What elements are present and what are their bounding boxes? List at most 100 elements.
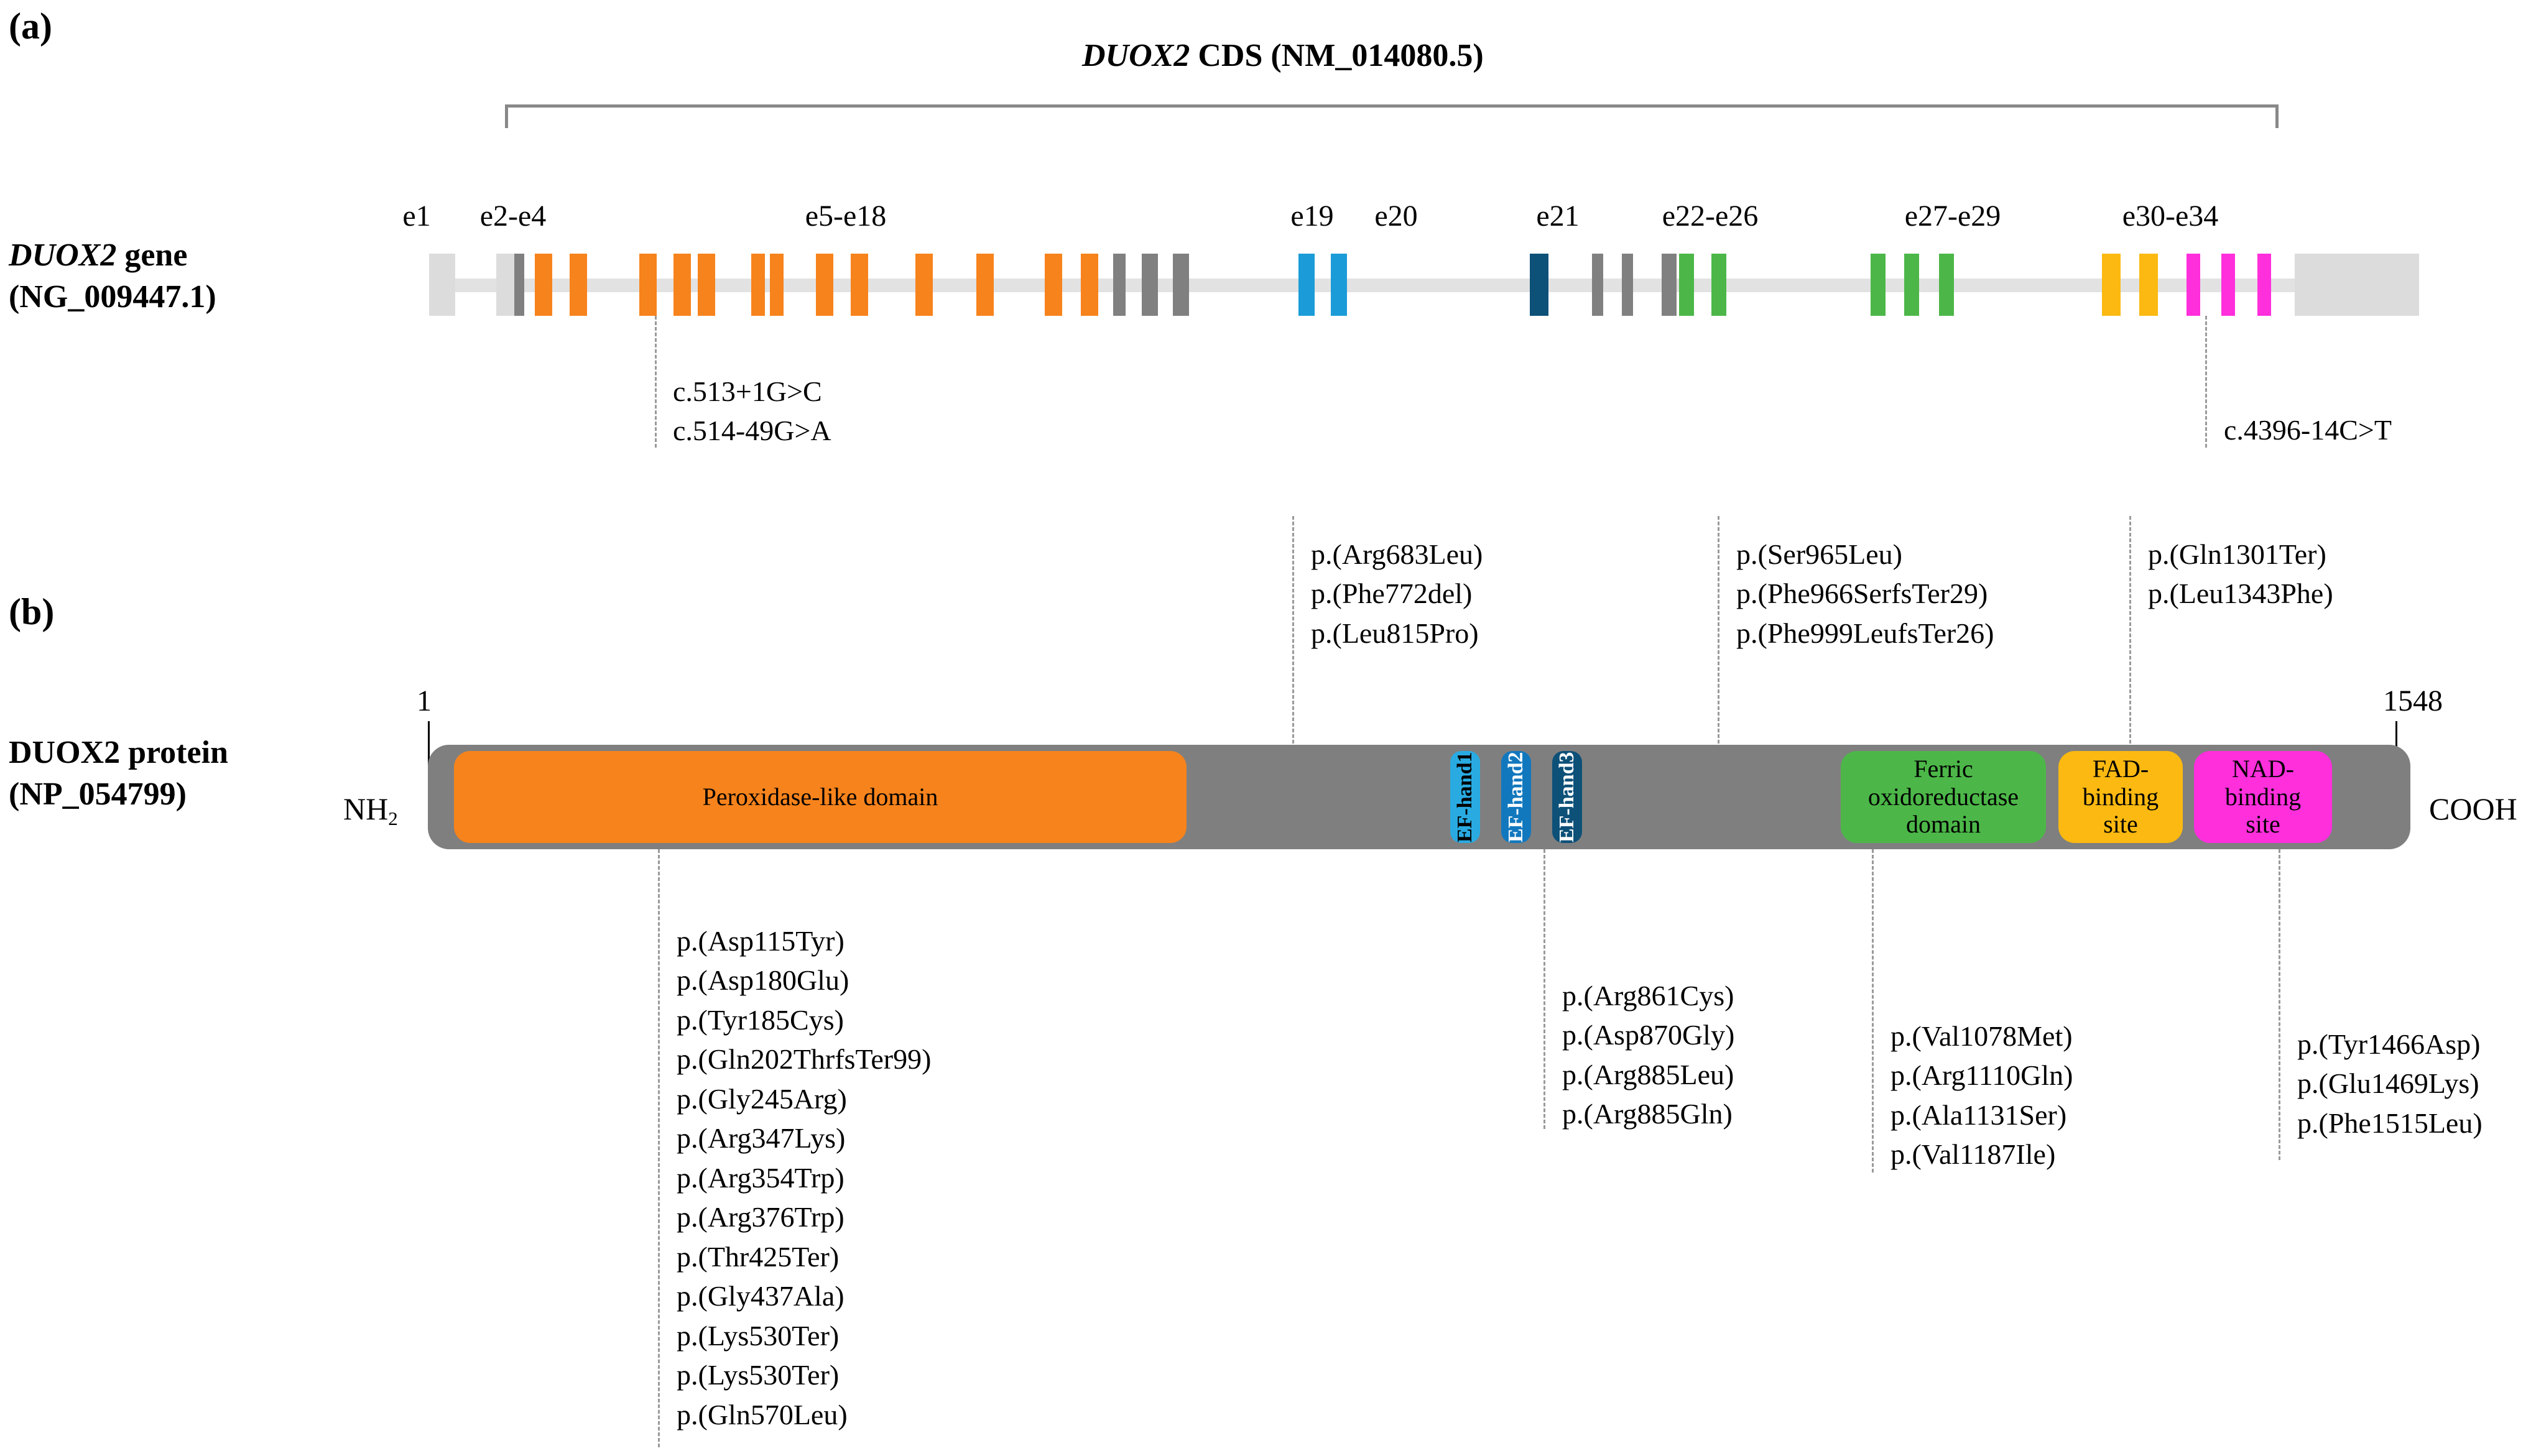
protein-variant-item: p.(Ser965Leu) [1736,538,1902,570]
protein-variant-item: p.(Val1187Ile) [1890,1138,2056,1171]
exon-label-e27-e29: e27-e29 [1904,200,2001,233]
protein-variant-item: p.(Phe772del) [1311,578,1473,610]
domain-nad-line3: site [2246,810,2280,839]
gene-variant-item: c.514-49G>A [673,415,831,447]
protein-lower-leader-3 [1872,849,1874,1173]
protein-upper-leader-1 [1292,516,1294,777]
domain-fad-binding[interactable]: FAD- binding site [2058,751,2183,843]
protein-variant-item: p.(Asp180Glu) [677,964,849,997]
exon-magenta-3 [2257,254,2271,316]
protein-variant-item: p.(Lys530Ter) [677,1359,840,1391]
domain-peroxidase-label: Peroxidase-like domain [702,782,938,811]
gene-variant-item: c.513+1G>C [673,376,822,407]
exon-yellow-2 [2139,254,2158,316]
domain-ferric-oxidoreductase[interactable]: Ferric oxidoreductase domain [1841,751,2046,843]
exon-grey-2 [1113,254,1126,316]
domain-ef-hand3[interactable]: EF-hand3 [1552,751,1582,843]
utr-block-right [2295,254,2419,316]
protein-variant-item: p.(Arg1110Gln) [1890,1059,2073,1092]
exon-orange-1 [535,254,552,316]
cds-title: DUOX2 CDS (NM_014080.5) [1082,37,1484,74]
gene-variant-item: c.4396-14C>T [2224,414,2392,446]
cds-title-accession: CDS (NM_014080.5) [1190,38,1484,73]
gene-variant-leader-right [2205,316,2207,448]
exon-magenta-1 [2187,254,2200,316]
exon-green-2 [1711,254,1726,316]
exon-orange-6 [751,254,765,316]
protein-variant-item: p.(Arg354Trp) [677,1161,845,1194]
exon-green-3 [1871,254,1886,316]
protein-upper-leader-2 [1718,516,1719,777]
domain-fad-line2: binding [2082,782,2159,811]
n-terminus-text: NH [343,791,389,826]
protein-variant-item: p.(Asp870Gly) [1562,1019,1735,1051]
gene-track [0,0,2536,316]
protein-variants-below-group-1: p.(Asp115Tyr) p.(Asp180Glu) p.(Tyr185Cys… [677,921,931,1434]
panel-b-letter: (b) [9,591,55,632]
domain-ferric-line1: Ferric [1914,754,1973,783]
protein-variant-item: p.(Gln1301Ter) [2148,538,2326,570]
protein-variant-item: p.(Asp115Tyr) [677,925,845,957]
protein-variant-item: p.(Phe966SerfsTer29) [1736,578,1988,610]
panel-a-letter: (a) [9,6,52,47]
protein-lower-leader-2 [1543,849,1545,1129]
protein-variant-item: p.(Lys530Ter) [677,1319,840,1352]
exon-orange-3 [639,254,657,316]
gene-row-label: DUOX2 gene (NG_009447.1) [9,235,216,318]
exon-darkblue-1 [1530,254,1548,316]
protein-variant-item: p.(Gln570Leu) [677,1398,848,1431]
protein-variant-item: p.(Ala1131Ser) [1890,1099,2067,1131]
exon-green-5 [1939,254,1954,316]
utr-block-left2 [496,254,515,316]
domain-nad-line1: NAD- [2232,754,2294,783]
gene-row-label-accession: (NG_009447.1) [9,279,216,315]
cds-title-gene: DUOX2 [1082,38,1190,73]
residue-start-tick [428,721,430,791]
protein-variant-item: p.(Leu1343Phe) [2148,578,2333,610]
exon-label-e2-e4: e2-e4 [479,200,547,233]
protein-variant-item: p.(Gly437Ala) [677,1280,845,1312]
protein-variants-below-group-2: p.(Arg861Cys) p.(Asp870Gly) p.(Arg885Leu… [1562,976,1734,1134]
exon-green-1 [1679,254,1694,316]
protein-variant-item: p.(Arg885Gln) [1562,1098,1733,1130]
protein-row-label: DUOX2 protein (NP_054799) [9,732,228,815]
domain-ef-hand1[interactable]: EF-hand1 [1450,751,1480,843]
exon-label-e5-e18: e5-e18 [805,200,887,233]
domain-ef-hand2[interactable]: EF-hand2 [1501,751,1531,843]
exon-grey-6 [1622,254,1633,316]
exon-orange-2 [570,254,587,316]
n-terminus-subscript: 2 [388,807,398,829]
exon-grey-4 [1173,254,1189,316]
domain-peroxidase[interactable]: Peroxidase-like domain [454,751,1187,843]
domain-nad-binding[interactable]: NAD- binding site [2194,751,2332,843]
exon-grey-7 [1662,254,1677,316]
exon-orange-4 [673,254,691,316]
protein-variant-item: p.(Glu1469Lys) [2297,1067,2479,1100]
protein-variant-item: p.(Arg861Cys) [1562,980,1734,1011]
protein-variant-item: p.(Gly245Arg) [677,1082,847,1115]
protein-variant-item: p.(Arg885Leu) [1562,1058,1734,1090]
exon-grey-5 [1592,254,1603,316]
protein-variant-item: p.(Phe999LeufsTer26) [1736,617,1994,649]
protein-variants-above-group-2: p.(Ser965Leu) p.(Phe966SerfsTer29) p.(Ph… [1736,535,1994,653]
protein-variant-item: p.(Val1078Met) [1890,1020,2073,1052]
exon-green-4 [1904,254,1919,316]
domain-ef-hand3-label: EF-hand3 [1555,752,1578,842]
exon-blue-1 [1298,254,1315,316]
gene-row-label-word: gene [116,237,188,273]
exon-grey-1 [514,254,524,316]
gene-row-label-gene: DUOX2 [9,237,117,273]
protein-variant-item: p.(Leu815Pro) [1311,617,1479,649]
protein-lower-leader-1 [658,849,660,1447]
exon-label-e30-e34: e30-e34 [2122,200,2219,233]
exon-orange-7 [770,254,784,316]
exon-label-e1: e1 [402,200,431,233]
protein-variants-below-group-3: p.(Val1078Met) p.(Arg1110Gln) p.(Ala1131… [1890,1016,2073,1174]
protein-variants-below-group-4: p.(Tyr1466Asp) p.(Glu1469Lys) p.(Phe1515… [2297,1025,2483,1143]
exon-orange-8 [816,254,833,316]
exon-label-e20: e20 [1374,200,1418,233]
exon-orange-12 [1045,254,1062,316]
protein-variant-item: p.(Tyr1466Asp) [2297,1028,2481,1060]
protein-variant-item: p.(Arg683Leu) [1311,538,1483,570]
exon-orange-10 [915,254,933,316]
